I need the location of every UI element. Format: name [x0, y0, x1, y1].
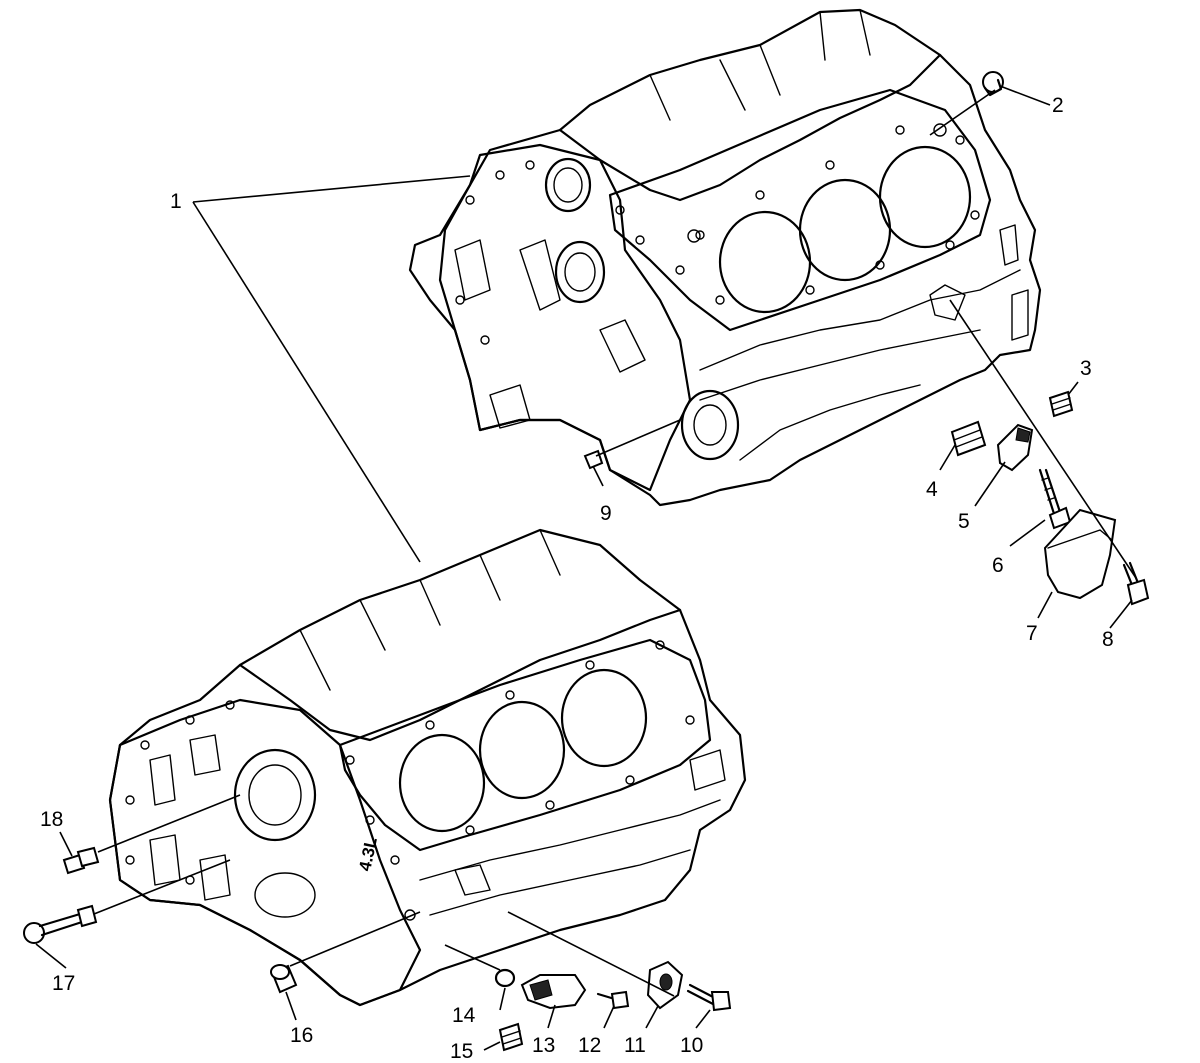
part-18-plug — [62, 846, 100, 875]
engine-displacement-stamp: 4.3L — [355, 836, 381, 873]
part-14-o-ring — [494, 968, 516, 988]
callout-5: 5 — [958, 510, 970, 533]
part-17-bolt — [23, 904, 98, 944]
callout-15: 15 — [450, 1040, 473, 1063]
part-8-bolt — [1122, 561, 1150, 606]
callout-9: 9 — [600, 502, 612, 525]
part-13-sensor — [520, 974, 587, 1010]
part-16-cup-plug — [270, 964, 298, 994]
callout-2: 2 — [1052, 94, 1064, 117]
part-6-bolt — [1038, 468, 1072, 530]
part-5-knock-sensor — [996, 423, 1034, 472]
callout-3: 3 — [1080, 357, 1092, 380]
part-15-plug — [498, 1022, 524, 1052]
callout-6: 6 — [992, 554, 1004, 577]
part-10-bolt — [686, 983, 732, 1012]
part-12-bolt — [596, 990, 630, 1010]
lower-engine-block: 4.3L — [108, 528, 747, 1007]
callout-4: 4 — [926, 478, 938, 501]
callout-10: 10 — [680, 1034, 703, 1057]
callout-18: 18 — [40, 808, 63, 831]
callout-12: 12 — [578, 1034, 601, 1057]
callout-17: 17 — [52, 972, 75, 995]
upper-engine-block — [408, 8, 1042, 507]
part-4-expansion-plug — [950, 420, 987, 457]
leader-lines — [35, 85, 1137, 1051]
callout-11: 11 — [624, 1034, 646, 1057]
callout-8: 8 — [1102, 628, 1114, 651]
callout-labels: 1 2 3 4 5 6 7 8 9 10 11 12 13 14 15 16 1… — [40, 94, 1114, 1063]
part-3-expansion-plug — [1048, 390, 1074, 418]
callout-14: 14 — [452, 1004, 476, 1027]
callout-13: 13 — [532, 1034, 555, 1057]
callout-7: 7 — [1026, 622, 1038, 645]
part-9-dowel-pin — [583, 449, 604, 470]
callout-16: 16 — [290, 1024, 313, 1047]
part-7-cover — [1043, 508, 1117, 600]
callout-1: 1 — [170, 190, 182, 213]
